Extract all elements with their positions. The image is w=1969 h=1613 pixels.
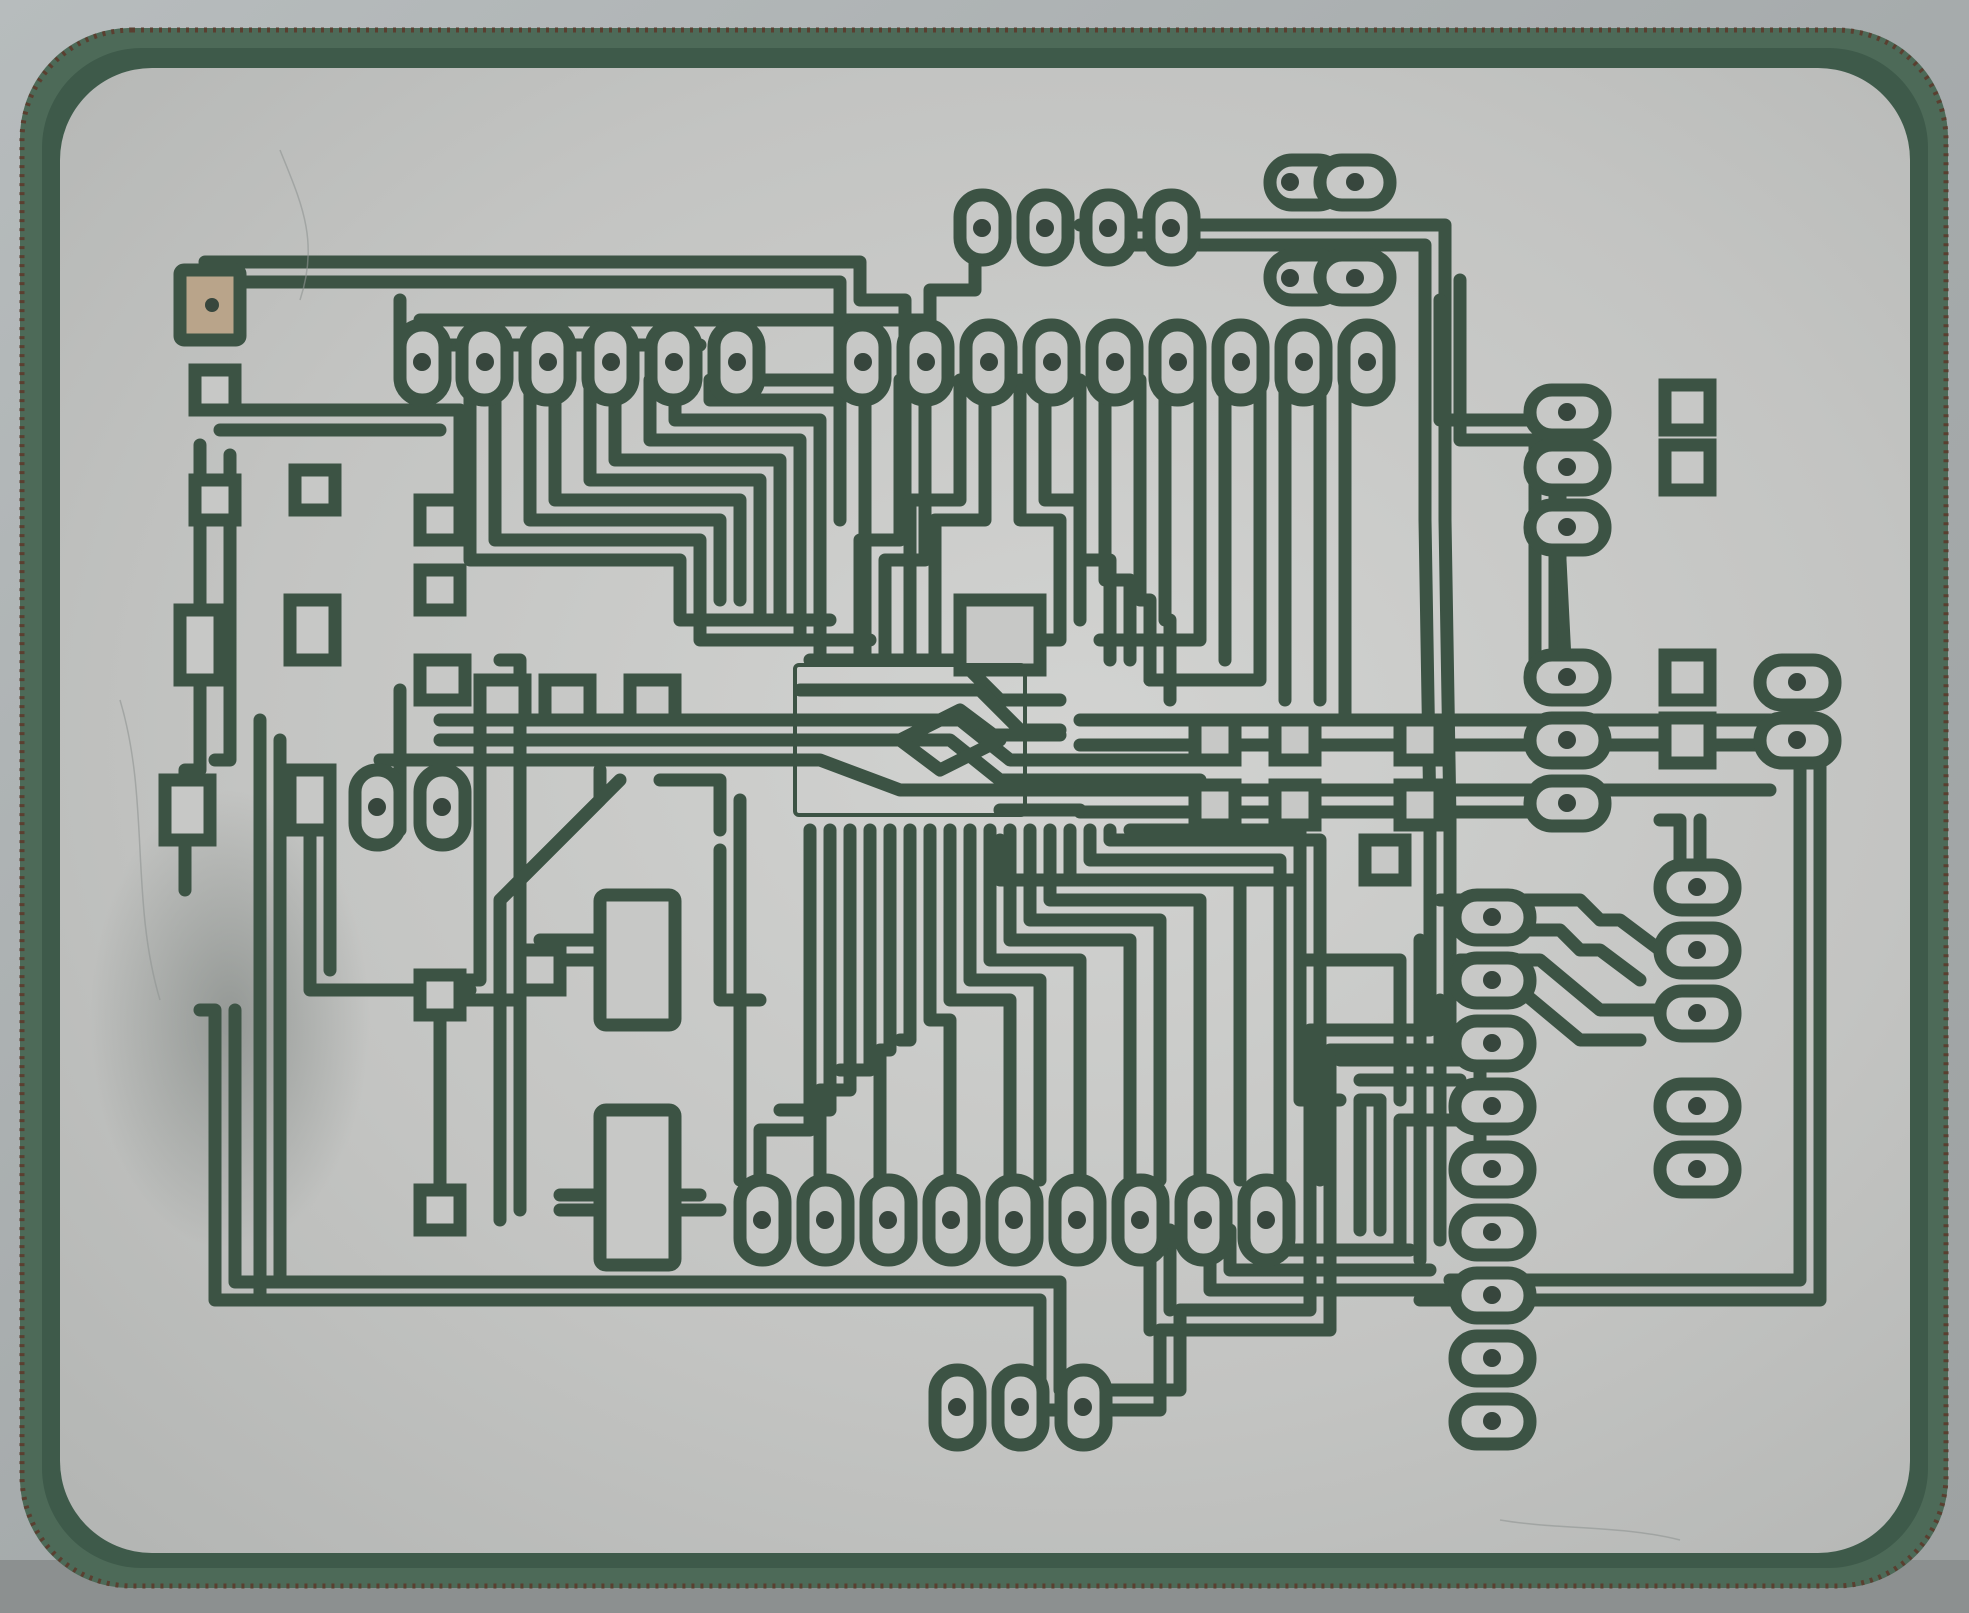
surface-scratches xyxy=(119,149,1681,1541)
copper-surface xyxy=(60,68,1910,1553)
chip-footprint xyxy=(793,663,1027,817)
drill-holes xyxy=(205,173,1806,1430)
right-vertical-header xyxy=(1448,383,1842,1451)
left-oval-pads xyxy=(348,763,472,852)
smd-pads xyxy=(158,263,1717,1272)
